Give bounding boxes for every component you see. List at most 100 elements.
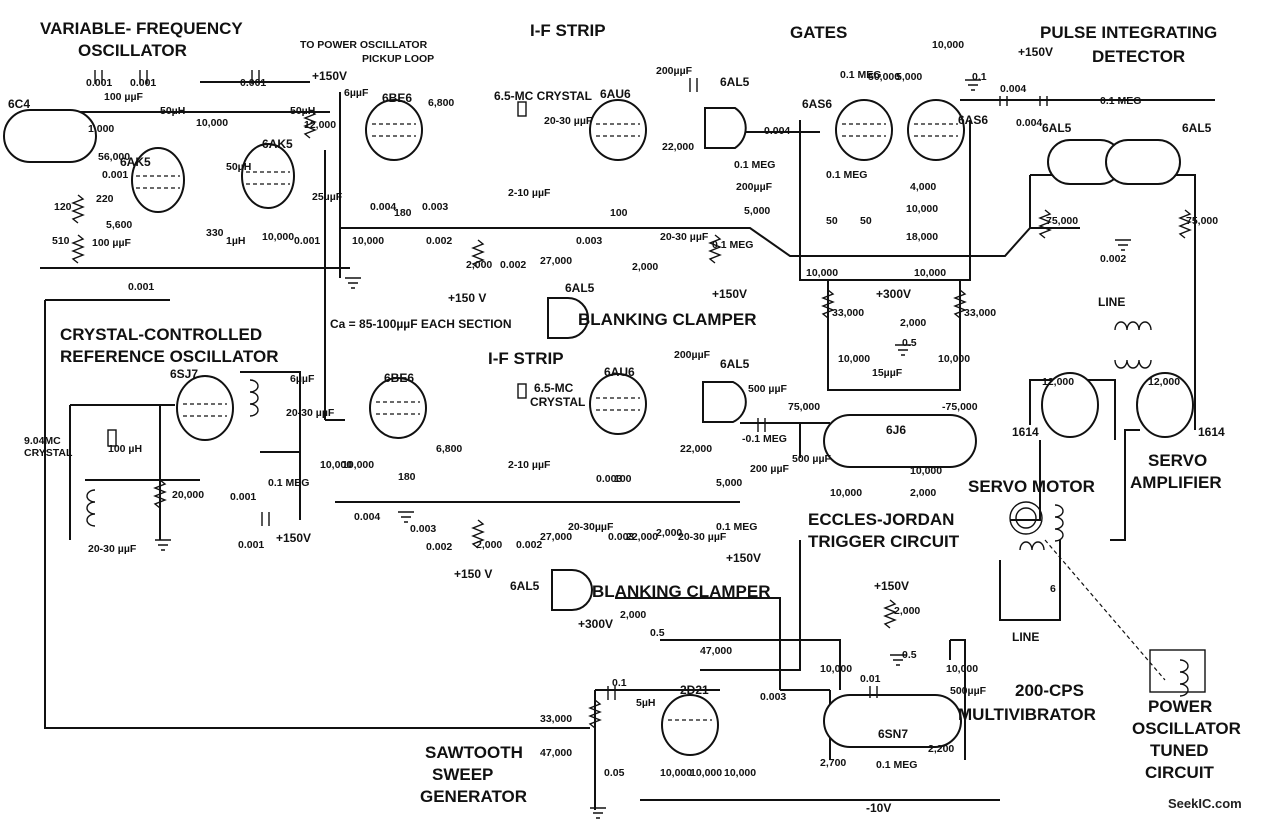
component-label: 5,000 (896, 71, 922, 83)
title-mv-line2: MULTIVIBRATOR (958, 705, 1096, 724)
tube-label-6ak5-a: 6AK5 (120, 155, 151, 169)
component-symbols (71, 70, 1206, 729)
component-label: 10,000 (806, 267, 838, 279)
supply-label: +300V (876, 287, 911, 301)
tube-6al5-c (1105, 139, 1181, 185)
note-crystal-2-line1: 6.5-MC (534, 381, 574, 395)
component-label: 10,000 (938, 353, 970, 365)
component-label: 120 (54, 201, 72, 213)
component-label: 6µµF (344, 87, 369, 99)
component-label: 75,000 (1046, 215, 1078, 227)
component-label: 0.1 MEG (876, 759, 917, 771)
component-label: 2,000 (466, 259, 492, 271)
component-label: 0.003 (576, 235, 602, 247)
component-label: 2,000 (476, 539, 502, 551)
component-labels: 0.001 0.001 100 µµF 1,000 56,000 0.001 2… (52, 39, 1218, 779)
title-servo-line1: SERVO (1148, 451, 1207, 470)
tube-label-6ak5-b: 6AK5 (262, 137, 293, 151)
component-label: 100 µµF (92, 237, 132, 249)
title-po-line4: CIRCUIT (1145, 763, 1215, 782)
component-label: 22,000 (680, 443, 712, 455)
component-label: 12,000 (304, 119, 336, 131)
component-label: 10,000 (342, 459, 374, 471)
tube-label-6sj7: 6SJ7 (170, 367, 198, 381)
component-label: 0.1 MEG (716, 521, 757, 533)
component-label: 100 µH (108, 443, 142, 455)
title-vfo-line2: OSCILLATOR (78, 41, 187, 60)
note-line-2: LINE (1012, 630, 1039, 644)
component-label: 50µH (290, 105, 315, 117)
component-label: 500 µµF (748, 383, 788, 395)
component-label: 10,000 (320, 459, 352, 471)
tube-label-6sn7: 6SN7 (878, 727, 908, 741)
section-titles: VARIABLE- FREQUENCY OSCILLATOR I-F STRIP… (40, 19, 1241, 806)
component-label: 6,800 (436, 443, 462, 455)
component-label: 100 (610, 207, 628, 219)
tube-2d21 (661, 694, 719, 756)
component-label: 4,000 (910, 181, 936, 193)
component-label: 0.003 (422, 201, 448, 213)
component-label: -0.1 MEG (742, 433, 787, 445)
component-label: 22,000 (626, 531, 658, 543)
component-label: 2-10 µµF (508, 187, 551, 199)
component-label: 0.1 MEG (826, 169, 867, 181)
component-label: 10,000 (690, 767, 722, 779)
title-crystal-line1: CRYSTAL-CONTROLLED (60, 325, 262, 344)
tube-6be6-a (365, 99, 423, 161)
component-label: 0.004 (370, 201, 396, 213)
component-label: 0.001 (238, 539, 264, 551)
component-label: 5,000 (744, 205, 770, 217)
component-label: 10,000 (946, 663, 978, 675)
component-label: 27,000 (540, 531, 572, 543)
supply-label: +150 V (454, 567, 492, 581)
component-label: 180 (394, 207, 412, 219)
note-crystal-1: 6.5-MC CRYSTAL (494, 89, 592, 103)
component-label: 2,000 (894, 605, 920, 617)
component-label: 2,000 (900, 317, 926, 329)
title-pulse-line2: DETECTOR (1092, 47, 1185, 66)
note-crystal-2-line2: CRYSTAL (530, 395, 585, 409)
component-label: 5,000 (716, 477, 742, 489)
component-label: 0.001 (128, 281, 154, 293)
tube-label-6be6-a: 6BE6 (382, 91, 412, 105)
tube-label-6au6-b: 6AU6 (604, 365, 635, 379)
component-label: 10,000 (914, 267, 946, 279)
note-ca: Ca = 85-100µµF EACH SECTION (330, 317, 512, 331)
title-mv-line1: 200-CPS (1015, 681, 1084, 700)
tube-6as6-b (907, 99, 965, 161)
component-label: 0.001 (230, 491, 256, 503)
supply-label: +150 V (448, 291, 486, 305)
supply-label: +150V (726, 551, 761, 565)
component-label: 10,000 (932, 39, 964, 51)
component-label: 0.001 (86, 77, 112, 89)
component-label: 18,000 (906, 231, 938, 243)
tube-6al5-e (702, 381, 747, 423)
component-label: 75,000 (788, 401, 820, 413)
tube-label-6al5-c: 6AL5 (1182, 121, 1212, 135)
component-label: 2,700 (820, 757, 846, 769)
component-label: 10,000 (830, 487, 862, 499)
tube-label-1614-a: 1614 (1012, 425, 1039, 439)
component-label: 0.003 (596, 473, 622, 485)
component-label: 0.003 (608, 531, 634, 543)
title-sawtooth-line1: SAWTOOTH (425, 743, 523, 762)
component-label: 200µµF (656, 65, 693, 77)
component-label: 12,000 (1042, 376, 1074, 388)
tube-label-6al5-b: 6AL5 (1042, 121, 1072, 135)
component-label: 47,000 (700, 645, 732, 657)
component-label: 0.5 (650, 627, 665, 639)
tube-label-6al5-f: 6AL5 (510, 579, 540, 593)
component-label: 0.004 (354, 511, 380, 523)
title-sawtooth-line2: SWEEP (432, 765, 493, 784)
component-label: 0.002 (1100, 253, 1126, 265)
supply-label: -10V (866, 801, 891, 815)
component-label: 5µH (636, 697, 655, 709)
component-label: 0.002 (500, 259, 526, 271)
component-label: 2,200 (928, 743, 954, 755)
component-label: 220 (96, 193, 114, 205)
tube-label-1614-b: 1614 (1198, 425, 1225, 439)
component-label: 0.004 (1016, 117, 1042, 129)
supply-label: +300V (578, 617, 613, 631)
title-servo-line2: AMPLIFIER (1130, 473, 1222, 492)
watermark: SeekIC.com (1168, 796, 1242, 811)
